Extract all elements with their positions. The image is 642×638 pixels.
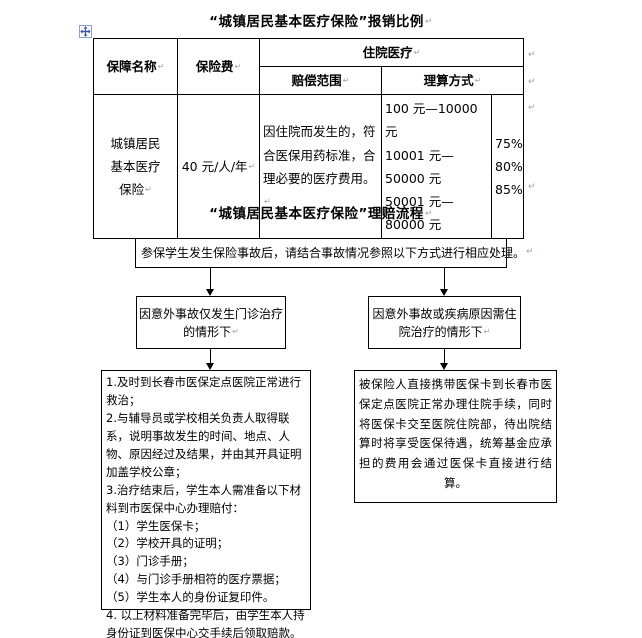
header-cell-compensation-scope: 赔偿范围↵: [259, 66, 382, 96]
outpatient-step-3-sub-2: （2）学校开具的证明；: [106, 536, 229, 551]
page-title-reimbursement-ratio: “城镇居民基本医疗保险”报销比例↵: [0, 10, 642, 30]
table-header-row-2: 赔偿范围↵ 理算方式↵: [94, 66, 525, 96]
settlement-percent-1: 75%: [495, 135, 523, 151]
table-move-handle[interactable]: [79, 25, 92, 38]
paragraph-mark-icon: ↵: [234, 62, 242, 72]
benefit-name-line-3: 保险↵: [119, 182, 152, 198]
page-title-claim-process: “城镇居民基本医疗保险”理赔流程↵: [0, 202, 642, 222]
title-2-text: “城镇居民基本医疗保险”理赔流程: [209, 206, 424, 222]
outpatient-step-2: 2.与辅导员或学校相关负责人取得联系，说明事故发生的时间、地点、人物、原因经过及…: [106, 410, 302, 479]
paragraph-mark-icon: ↵: [145, 185, 152, 195]
outpatient-step-3-sub-3: （3）门诊手册；: [106, 554, 194, 569]
outpatient-step-1: 1.及时到长春市医保定点医院正常进行救治；: [106, 375, 301, 407]
connector-line-right: [444, 268, 445, 289]
flow-box-inpatient-steps: 被保险人直接携带医保卡到长春市医保定点医院正常办理住院手续，同时将医保卡交至医院…: [354, 370, 557, 503]
header-cell-settlement-method: 理算方式↵: [380, 66, 525, 96]
settlement-percent-3: 85%: [495, 182, 523, 198]
inpatient-case-line-1: 因意外事故或疾病原因需住: [372, 306, 517, 321]
flow-box-outpatient-steps: 1.及时到长春市医保定点医院正常进行救治； 2.与辅导员或学校相关负责人取得联系…: [101, 370, 311, 638]
connector-arrow-right: [440, 289, 448, 296]
paragraph-mark-icon: ↵: [264, 196, 271, 206]
settlement-amount-1: 100 元—10000 元: [385, 101, 478, 140]
outpatient-step-3-sub-1: （1）学生医保卡；: [106, 518, 206, 533]
cell-compensation-scope: 因住院而发生的，符 合医保用药标准，合 理必要的医疗费用。↵: [259, 94, 382, 239]
scope-line-1: 因住院而发生的，符: [263, 124, 376, 140]
reimbursement-ratio-table: 保障名称↵ 保险费↵ 住院医疗↵ 赔偿范围↵ 理算方式↵ 城镇居: [93, 37, 525, 239]
header-cell-premium: 保险费↵: [177, 37, 260, 96]
inpatient-case-line-2: 院治疗的情形下↵: [398, 324, 491, 339]
connector-line-right-lower: [444, 349, 445, 363]
inpatient-steps-text: 被保险人直接携带医保卡到长春市医保定点医院正常办理住院手续，同时将医保卡交至医院…: [359, 377, 552, 490]
benefit-name-line-2: 基本医疗: [110, 159, 161, 175]
scope-line-3: 理必要的医疗费用。↵: [263, 170, 376, 206]
title-1-text: “城镇居民基本医疗保险”报销比例: [209, 14, 424, 30]
header-cell-benefit-name: 保障名称↵: [93, 37, 178, 96]
paragraph-mark-icon: ↵: [526, 247, 534, 258]
flow-box-intro: 参保学生发生保险事故后，请结合事故情况参照以下方式进行相应处理。↵: [135, 238, 534, 268]
paragraph-mark-icon: ↵: [483, 326, 491, 336]
cell-settlement-percents: 75% 80% 85%: [490, 94, 525, 239]
scope-line-2: 合医保用药标准，合: [263, 147, 376, 163]
header-cell-inpatient-group: 住院医疗↵: [258, 37, 525, 68]
settlement-amount-2: 10001 元—50000 元: [385, 147, 454, 186]
paragraph-mark-icon: ↵: [157, 62, 165, 72]
paragraph-mark-icon: ↵: [528, 50, 536, 60]
paragraph-mark-icon: ↵: [413, 48, 421, 57]
settlement-percent-2: 80%: [495, 159, 523, 175]
outpatient-case-line-1: 因意外事故仅发生门诊治疗: [138, 306, 283, 321]
table-row: 城镇居民 基本医疗 保险↵ 40 元/人/年↵ 因住院而发生的，符 合医保用药标…: [93, 94, 525, 239]
paragraph-mark-icon: ↵: [424, 17, 433, 27]
flow-box-intro-text: 参保学生发生保险事故后，请结合事故情况参照以下方式进行相应处理。: [141, 246, 526, 260]
outpatient-step-3-sub-5: （5）学生本人的身份证复印件。: [106, 590, 275, 605]
connector-line-left-lower: [210, 349, 211, 363]
benefit-name-line-1: 城镇居民: [110, 135, 161, 151]
cell-settlement-amounts: 100 元—10000 元 10001 元—50000 元 50001 元—80…: [381, 94, 492, 239]
connector-arrow-right-lower: [440, 363, 448, 370]
outpatient-step-3: 3.治疗结束后，学生本人需准备以下材料到市医保中心办理赔付：: [106, 482, 301, 515]
move-cross-icon: [80, 26, 91, 37]
paragraph-mark-icon: ↵: [248, 162, 256, 172]
connector-arrow-left-lower: [206, 363, 214, 370]
paragraph-mark-icon: ↵: [232, 326, 239, 336]
paragraph-mark-icon: ↵: [528, 182, 536, 192]
connector-arrow-left: [206, 289, 214, 296]
outpatient-step-4: 4. 以上材料准备完毕后，由学生本人持身份证到医保中心交手续后领取赔款。: [106, 608, 305, 638]
paragraph-mark-icon: ↵: [528, 77, 536, 87]
paragraph-mark-icon: ↵: [474, 76, 482, 86]
connector-line-left: [210, 268, 211, 289]
flow-box-inpatient-case: 因意外事故或疾病原因需住 院治疗的情形下↵: [368, 296, 521, 349]
cell-premium: 40 元/人/年↵: [177, 94, 260, 239]
flow-box-outpatient-case: 因意外事故仅发生门诊治疗 的情形下↵: [136, 296, 286, 349]
settlement-amount-3: 50001 元—80000 元: [385, 193, 454, 232]
outpatient-case-line-2: 的情形下↵: [183, 324, 239, 339]
table-header-row-1: 保障名称↵ 保险费↵ 住院医疗↵: [93, 37, 525, 96]
paragraph-mark-icon: ↵: [342, 76, 350, 86]
paragraph-mark-icon: ↵: [424, 209, 433, 219]
outpatient-step-3-sub-4: （4）与门诊手册相符的医疗票据；: [106, 572, 286, 587]
paragraph-mark-icon: ↵: [528, 103, 536, 113]
cell-benefit-name: 城镇居民 基本医疗 保险↵: [93, 94, 178, 239]
